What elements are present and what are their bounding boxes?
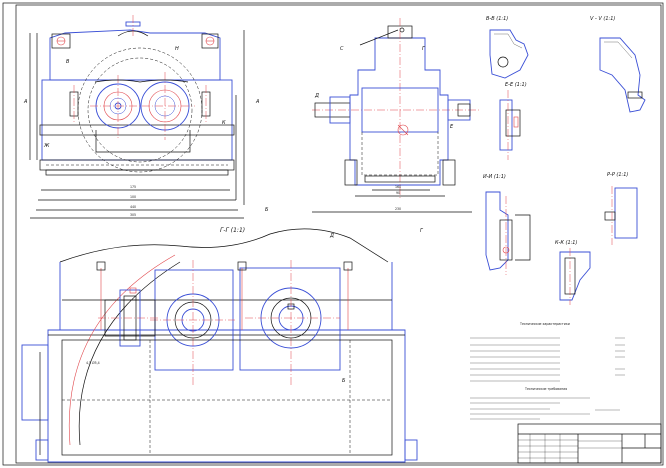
svg-text:Д: Д (329, 233, 334, 239)
tech-title: Технические характеристики (519, 322, 570, 326)
dim-440: 440 (130, 205, 136, 209)
label-bb: В-В (1:1) (486, 16, 508, 22)
svg-text:Д: Д (314, 93, 319, 99)
req-title: Технические требования (524, 387, 567, 391)
dim-100: 100 (130, 195, 136, 199)
svg-text:Б: Б (342, 378, 346, 384)
dim-230: 230 (395, 207, 401, 211)
svg-text:К: К (222, 120, 226, 126)
svg-text:С: С (340, 46, 344, 52)
dim-160: 160 (395, 185, 401, 189)
svg-text:Ж: Ж (43, 143, 50, 149)
front-view: 175 100 440 305 (23, 15, 269, 219)
detail-views: В-В (1:1) V - V (1:1) Е-Е (1:1) И-И (1:1… (483, 16, 646, 305)
svg-text:Г: Г (420, 228, 424, 234)
svg-text:Е: Е (450, 124, 454, 130)
section-label: Г-Г (1:1) (220, 227, 245, 234)
dim-90: 90 (396, 191, 400, 195)
label-vv: V - V (1:1) (590, 16, 615, 22)
svg-text:А: А (23, 99, 28, 105)
label-ee: Е-Е (1:1) (505, 82, 527, 88)
svg-text:Б: Б (265, 207, 269, 213)
dim-175: 175 (130, 185, 136, 189)
svg-text:4,5 Ø5,4: 4,5 Ø5,4 (86, 360, 100, 365)
technical-notes: Технические характеристики Технические т… (470, 322, 625, 420)
svg-text:А: А (255, 99, 260, 105)
section-view: Г-Г (1:1) (21, 227, 418, 463)
svg-text:Н: Н (175, 46, 179, 52)
label-rr: Р-Р (1:1) (607, 172, 628, 178)
svg-text:В: В (66, 59, 70, 65)
dim-305: 305 (130, 213, 136, 217)
title-block (517, 423, 662, 464)
label-hh: И-И (1:1) (483, 174, 506, 180)
side-view: 230 90 160 С Г Г Д Е (312, 18, 480, 234)
inner-frame (15, 4, 662, 464)
label-kk: К-К (1:1) (555, 240, 577, 246)
svg-text:Г: Г (422, 46, 426, 52)
